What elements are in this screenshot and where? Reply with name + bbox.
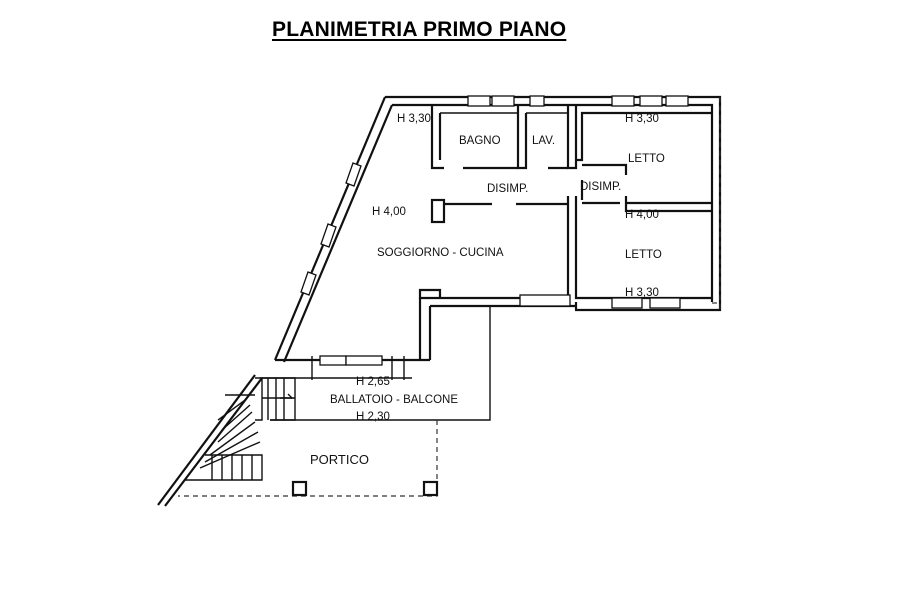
- living-walls: [418, 198, 681, 360]
- height-label-letto-top: H 3,30: [625, 113, 659, 125]
- height-label-soggiorno-top: H 3,30: [397, 113, 431, 125]
- room-label-portico: PORTICO: [310, 452, 369, 467]
- room-label-soggiorno: SOGGIORNO - CUCINA: [377, 247, 504, 259]
- height-label-ballatoio-bottom: H 2,30: [356, 411, 390, 423]
- room-label-letto-bottom: LETTO: [625, 249, 662, 261]
- room-label-ballatoio: BALLATOIO - BALCONE: [330, 394, 458, 406]
- service-rooms: [430, 105, 712, 170]
- room-label-lav: LAV.: [532, 135, 555, 147]
- diagonal-windows: [300, 162, 362, 296]
- room-label-letto-top: LETTO: [628, 153, 665, 165]
- room-label-disimp-right: DISIMP.: [580, 181, 621, 193]
- staircase: [185, 377, 296, 481]
- room-label-disimp-left: DISIMP.: [487, 183, 528, 195]
- height-label-soggiorno-mid: H 4,00: [372, 206, 406, 218]
- ballatoio-windows: [311, 355, 405, 380]
- plan-title: PLANIMETRIA PRIMO PIANO: [272, 18, 567, 41]
- room-label-bagno: BAGNO: [459, 135, 501, 147]
- height-label-letto-mid: H 4,00: [625, 209, 659, 221]
- portico-outline: [178, 97, 721, 497]
- top-windows: [467, 95, 689, 107]
- height-label-ballatoio-top: H 2,65: [356, 376, 390, 388]
- height-label-letto-bottom: H 3,30: [625, 287, 659, 299]
